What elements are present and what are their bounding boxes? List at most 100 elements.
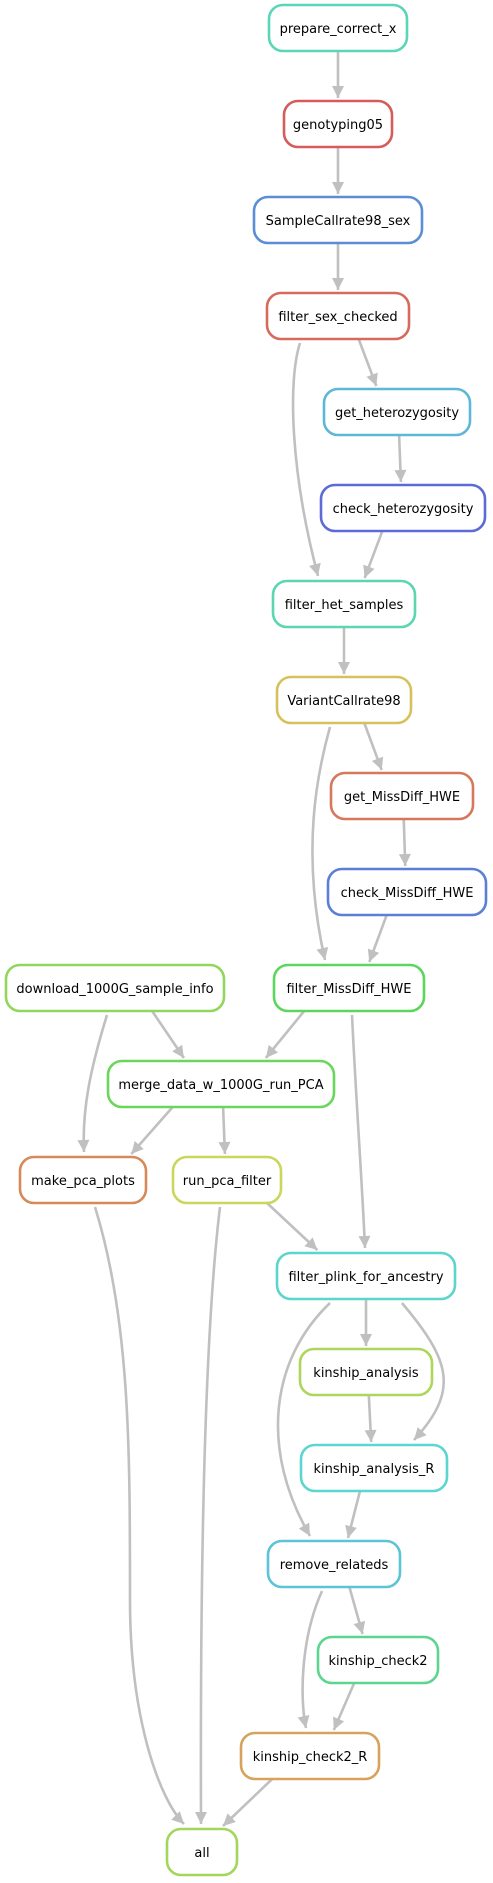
node-kinship_check2: kinship_check2 <box>316 1635 440 1685</box>
node-filter_MissDiff_HWE: filter_MissDiff_HWE <box>272 963 426 1013</box>
node-box <box>299 1443 449 1493</box>
edge-merge_data_w_1000G_run_PCA-to-make_pca_plots-arrowhead <box>131 1141 144 1154</box>
node-merge_data_w_1000G_run_PCA: merge_data_w_1000G_run_PCA <box>106 1059 336 1109</box>
node-box <box>322 387 472 437</box>
node-check_heterozygosity: check_heterozygosity <box>319 483 487 533</box>
edge-filter_plink_for_ancestry-to-remove_relateds-arrowhead <box>298 1522 310 1536</box>
node-label: genotyping05 <box>293 118 383 133</box>
edge-kinship_analysis-to-kinship_analysis_R-arrowhead <box>364 1429 377 1442</box>
node-kinship_analysis: kinship_analysis <box>298 1347 434 1397</box>
node-box <box>282 99 394 149</box>
edge-get_heterozygosity-to-check_heterozygosity-arrowhead <box>394 469 407 482</box>
node-label: make_pca_plots <box>31 1174 135 1189</box>
node-download_1000G_sample_info: download_1000G_sample_info <box>4 963 226 1013</box>
node-genotyping05: genotyping05 <box>282 99 394 149</box>
node-box <box>18 1155 148 1205</box>
node-box <box>319 483 487 533</box>
edge-genotyping05-to-SampleCallrate98_sex-arrowhead <box>332 182 344 194</box>
node-label: get_heterozygosity <box>335 406 459 421</box>
edge-make_pca_plots-to-all-arrowhead <box>171 1811 184 1824</box>
node-box <box>252 195 424 245</box>
node-label: kinship_analysis_R <box>314 1462 435 1477</box>
node-box <box>326 867 488 917</box>
node-kinship_check2_R: kinship_check2_R <box>239 1731 381 1781</box>
edge-filter_MissDiff_HWE-to-merge_data_w_1000G_run_PCA-arrowhead <box>265 1044 279 1058</box>
node-label: filter_MissDiff_HWE <box>286 982 411 997</box>
edge-filter_plink_for_ancestry-to-kinship_analysis-arrowhead <box>360 1334 372 1346</box>
edge-filter_plink_for_ancestry-to-kinship_analysis_R <box>401 1302 446 1441</box>
node-box <box>298 1347 434 1397</box>
node-filter_plink_for_ancestry: filter_plink_for_ancestry <box>275 1251 457 1301</box>
edge-run_pca_filter-to-all <box>199 1206 222 1825</box>
node-label: remove_relateds <box>280 1558 389 1573</box>
node-box <box>271 579 417 629</box>
edge-run_pca_filter-to-all-arrowhead <box>194 1811 207 1824</box>
edge-SampleCallrate98_sex-to-filter_sex_checked-arrowhead <box>332 278 344 290</box>
node-label: all <box>194 1846 209 1861</box>
node-prepare_correct_x: prepare_correct_x <box>267 3 409 53</box>
edge-VariantCallrate98-to-get_MissDiff_HWE-arrowhead <box>371 756 384 770</box>
edge-download_1000G_sample_info-to-merge_data_w_1000G_run_PCA-arrowhead <box>172 1044 184 1058</box>
node-label: kinship_check2_R <box>253 1750 368 1765</box>
edge-filter_sex_checked-to-filter_het_samples-arrowhead <box>309 562 321 576</box>
edge-kinship_analysis_R-to-remove_relateds-arrowhead <box>345 1524 357 1538</box>
node-box <box>265 291 411 341</box>
node-run_pca_filter: run_pca_filter <box>171 1155 283 1205</box>
edge-make_pca_plots-to-all <box>93 1206 185 1825</box>
node-label: check_heterozygosity <box>333 502 474 517</box>
node-label: get_MissDiff_HWE <box>344 790 460 805</box>
edges-layer <box>77 51 446 1827</box>
node-SampleCallrate98_sex: SampleCallrate98_sex <box>252 195 424 245</box>
node-filter_sex_checked: filter_sex_checked <box>265 291 411 341</box>
edge-check_heterozygosity-to-filter_het_samples-arrowhead <box>363 564 375 578</box>
node-all: all <box>165 1827 239 1877</box>
edge-remove_relateds-to-kinship_check2-arrowhead <box>353 1620 366 1634</box>
node-box <box>266 1539 402 1589</box>
node-check_MissDiff_HWE: check_MissDiff_HWE <box>326 867 488 917</box>
edge-download_1000G_sample_info-to-make_pca_plots <box>82 1014 109 1153</box>
edge-filter_plink_for_ancestry-to-remove_relateds <box>276 1302 331 1537</box>
node-box <box>171 1155 283 1205</box>
node-label: filter_sex_checked <box>278 310 397 325</box>
edge-VariantCallrate98-to-filter_MissDiff_HWE-arrowhead <box>316 946 329 960</box>
edge-prepare_correct_x-to-genotyping05-arrowhead <box>332 86 344 98</box>
edge-download_1000G_sample_info-to-make_pca_plots-arrowhead <box>77 1139 90 1152</box>
node-remove_relateds: remove_relateds <box>266 1539 402 1589</box>
edge-filter_het_samples-to-VariantCallrate98-arrowhead <box>338 662 350 674</box>
edge-run_pca_filter-to-filter_plink_for_ancestry-arrowhead <box>304 1237 318 1250</box>
node-get_heterozygosity: get_heterozygosity <box>322 387 472 437</box>
node-box <box>275 675 413 725</box>
node-label: VariantCallrate98 <box>287 694 400 709</box>
edge-remove_relateds-to-kinship_check2_R-arrowhead <box>297 1715 310 1728</box>
edge-kinship_check2-to-kinship_check2_R-arrowhead <box>333 1716 345 1730</box>
edge-kinship_check2_R-to-all-arrowhead <box>223 1813 236 1826</box>
edge-filter_plink_for_ancestry-to-kinship_analysis_R-arrowhead <box>414 1427 427 1440</box>
node-filter_het_samples: filter_het_samples <box>271 579 417 629</box>
edge-get_MissDiff_HWE-to-check_MissDiff_HWE-arrowhead <box>398 853 411 866</box>
node-label: filter_plink_for_ancestry <box>288 1270 443 1285</box>
edge-filter_sex_checked-to-get_heterozygosity-arrowhead <box>366 372 378 386</box>
node-box <box>106 1059 336 1109</box>
node-label: kinship_analysis <box>313 1366 419 1381</box>
node-label: run_pca_filter <box>183 1174 272 1189</box>
node-box <box>329 771 475 821</box>
edge-filter_MissDiff_HWE-to-filter_plink_for_ancestry-arrowhead <box>358 1235 371 1248</box>
node-box <box>4 963 226 1013</box>
edge-filter_sex_checked-to-filter_het_samples <box>291 342 320 577</box>
node-box <box>275 1251 457 1301</box>
edge-check_MissDiff_HWE-to-filter_MissDiff_HWE-arrowhead <box>367 948 380 962</box>
node-box <box>267 3 409 53</box>
node-get_MissDiff_HWE: get_MissDiff_HWE <box>329 771 475 821</box>
node-box <box>239 1731 381 1781</box>
node-box <box>165 1827 239 1877</box>
node-label: check_MissDiff_HWE <box>341 886 474 901</box>
node-label: merge_data_w_1000G_run_PCA <box>118 1078 323 1093</box>
edge-VariantCallrate98-to-filter_MissDiff_HWE <box>311 726 332 961</box>
node-make_pca_plots: make_pca_plots <box>18 1155 148 1205</box>
nodes-layer: prepare_correct_x genotyping05SampleCallr… <box>4 3 488 1877</box>
node-label: download_1000G_sample_info <box>16 982 213 997</box>
node-box <box>316 1635 440 1685</box>
edge-filter_MissDiff_HWE-to-filter_plink_for_ancestry <box>350 1014 367 1249</box>
node-box <box>272 963 426 1013</box>
